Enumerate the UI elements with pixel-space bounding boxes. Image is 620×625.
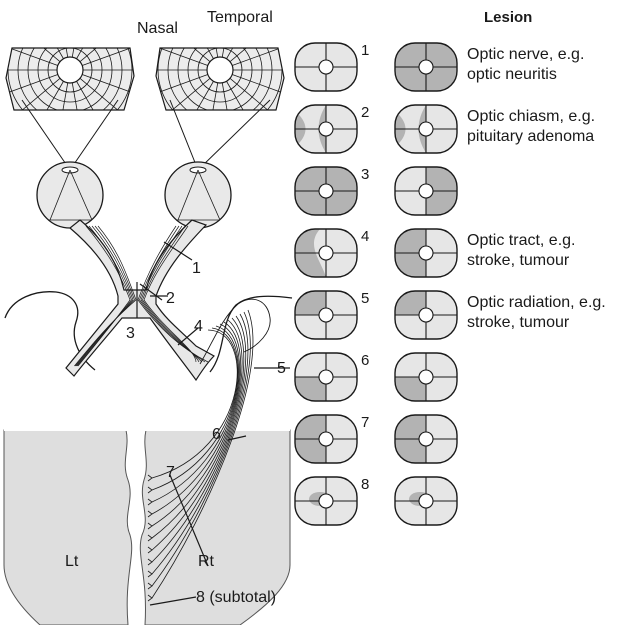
field-row-number: 8 (361, 476, 369, 493)
left-eye-field (295, 43, 357, 91)
lesion-header: Lesion (484, 9, 532, 26)
left-eye-field (295, 229, 357, 277)
visual-field-rows: 1 Optic nerve, e.g. optic neuritis 2 Optic c… (295, 42, 606, 525)
nasal-label: Nasal (137, 20, 178, 37)
right-hemisphere-label: Rt (198, 553, 215, 570)
lesion-description-line: stroke, tumour (467, 252, 570, 269)
field-row-4: 4 Optic tract, e.g. stroke, tumour (295, 228, 575, 277)
lesion-description-line: pituitary adenoma (467, 128, 594, 145)
lesion-description-line: Optic tract, e.g. (467, 232, 575, 249)
field-row-number: 5 (361, 290, 369, 307)
temporal-label: Temporal (207, 9, 273, 26)
left-hemisphere-label: Lt (65, 553, 79, 570)
left-eye-field (295, 167, 357, 215)
field-row-number: 4 (361, 228, 369, 245)
lesion-description-line: Optic nerve, e.g. (467, 46, 584, 63)
field-row-number: 7 (361, 414, 369, 431)
pathway-marker-3: 3 (126, 325, 135, 342)
right-eye-field (395, 43, 457, 91)
right-eye-field (395, 105, 457, 153)
right-eye-field (395, 415, 457, 463)
right-eye-field (395, 477, 457, 525)
right-eye-field (395, 353, 457, 401)
field-row-3: 3 (295, 166, 457, 215)
right-eye-field (395, 291, 457, 339)
left-eye (37, 162, 103, 228)
left-eye-field (295, 291, 357, 339)
right-eye (165, 162, 231, 228)
field-row-2: 2 Optic chiasm, e.g. pituitary adenoma (295, 104, 595, 153)
field-row-5: 5 Optic radiation, e.g. stroke, tumour (295, 290, 606, 339)
pathway-marker-2: 2 (166, 290, 175, 307)
right-eye-field (395, 229, 457, 277)
pathway-marker-4: 4 (194, 318, 203, 335)
field-row-1: 1 Optic nerve, e.g. optic neuritis (295, 42, 584, 91)
lesion-description-line: Optic chiasm, e.g. (467, 108, 595, 125)
left-eye-field (295, 415, 357, 463)
pathway-marker-5: 5 (277, 360, 286, 377)
lesion-description-line: stroke, tumour (467, 314, 570, 331)
lesion-description-line: optic neuritis (467, 66, 557, 83)
right-eye-field (395, 167, 457, 215)
field-row-6: 6 (295, 352, 457, 401)
pathway-marker-8: 8 (subtotal) (196, 589, 276, 606)
field-row-7: 7 (295, 414, 457, 463)
pathway-marker-1: 1 (192, 260, 201, 277)
field-row-number: 2 (361, 104, 369, 121)
pathway-marker-7: 7 (166, 464, 175, 481)
lesion-description-line: Optic radiation, e.g. (467, 294, 606, 311)
field-row-number: 3 (361, 166, 369, 183)
left-eye-field (295, 477, 357, 525)
left-eye-field (295, 353, 357, 401)
field-row-number: 6 (361, 352, 369, 369)
field-row-number: 1 (361, 42, 369, 59)
left-occipital-lobe (4, 430, 132, 625)
field-row-8: 8 (295, 476, 457, 525)
pathway-marker-6: 6 (212, 426, 221, 443)
left-retina (0, 0, 160, 159)
left-eye-field (295, 105, 357, 153)
